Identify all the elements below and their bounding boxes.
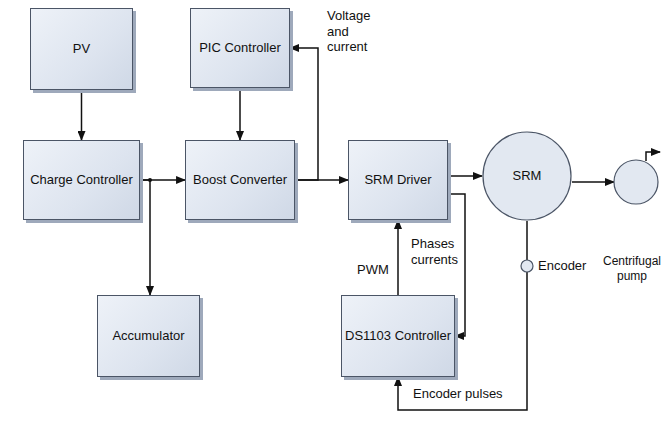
connector [572, 181, 614, 183]
edge-label: Encoder pulses [412, 386, 504, 402]
connector [239, 88, 241, 140]
pv-box: PV [30, 8, 133, 90]
connector [397, 220, 399, 295]
connector [140, 180, 150, 295]
connector [448, 175, 482, 177]
circle-outline [519, 257, 535, 275]
node-text: PIC Controller [199, 40, 281, 56]
pic-controller-box: PIC Controller [190, 8, 290, 88]
accumulator-box: Accumulator [97, 295, 200, 377]
pump-outlet [646, 152, 660, 161]
encoder: Encoder [519, 257, 599, 275]
node-text: Charge Controller [30, 172, 133, 188]
node-text: SRM Driver [364, 172, 431, 188]
connector [526, 221, 528, 260]
edge-label: PWM [356, 262, 390, 278]
ds1103-controller-box: DS1103 Controller [341, 295, 455, 377]
centrifugal-pump: Centrifugal pump [598, 158, 666, 258]
connector [81, 90, 83, 140]
circle-outline [598, 158, 666, 206]
node-text: Centrifugal pump [598, 254, 666, 284]
node-text: Encoder [538, 258, 586, 274]
connector [295, 179, 348, 181]
srm-motor: SRM [482, 131, 572, 221]
edge-label: Voltage and current [326, 8, 380, 55]
node-text: Boost Converter [193, 172, 287, 188]
charge-controller-box: Charge Controller [23, 140, 140, 220]
edge-label: Phases currents [410, 236, 464, 267]
node-text: DS1103 Controller [345, 328, 451, 344]
srm-driver-box: SRM Driver [348, 140, 448, 220]
node-text: PV [73, 41, 90, 57]
boost-converter-box: Boost Converter [185, 140, 295, 220]
node-text: SRM [513, 168, 542, 184]
node-text: Accumulator [112, 328, 184, 344]
